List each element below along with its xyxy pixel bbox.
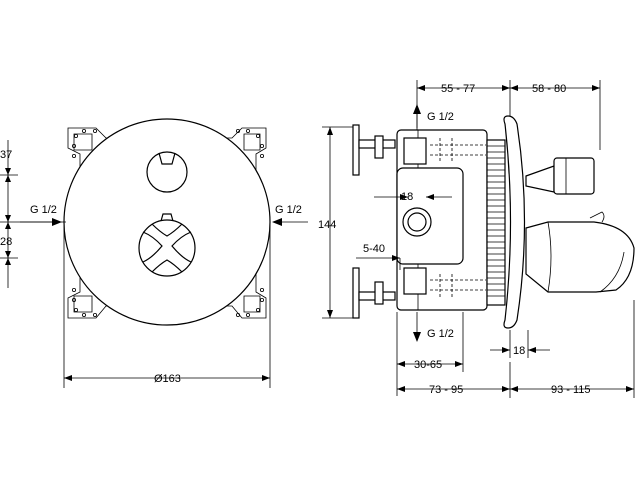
mounting-flange-top bbox=[352, 124, 396, 176]
dim-18-plate-label: 18 bbox=[513, 345, 525, 357]
dim-28-label: 28 bbox=[0, 236, 12, 248]
depth-inner-dimension bbox=[396, 312, 464, 396]
temperature-lever-side bbox=[525, 211, 635, 293]
dim-18-inner-label: 18 bbox=[401, 191, 413, 203]
cover-plate bbox=[63, 118, 271, 326]
dim-73-95-label: 73 - 95 bbox=[429, 384, 463, 396]
inlet-left-label: G 1/2 bbox=[30, 204, 57, 216]
adjust-dimension bbox=[356, 255, 401, 270]
outlet-port bbox=[402, 207, 432, 237]
dim-93-115-label: 93 - 115 bbox=[551, 384, 591, 396]
inner-width-dimension bbox=[374, 194, 452, 200]
dim-58-80-label: 58 - 80 bbox=[532, 83, 566, 95]
front-view: 37 28 G 1/2 G 1/2 Ø163 bbox=[0, 118, 308, 388]
flow-knob-side bbox=[525, 157, 595, 195]
inlet-arrow-right bbox=[272, 218, 308, 226]
mounting-flange-bottom bbox=[352, 267, 396, 319]
mounting-bracket bbox=[67, 127, 267, 319]
dim-5-40-label: 5-40 bbox=[363, 243, 385, 255]
dim-37-label: 37 bbox=[0, 149, 12, 161]
cover-plate-side bbox=[503, 115, 526, 329]
valve-body bbox=[396, 129, 488, 311]
diameter-label: Ø163 bbox=[154, 373, 181, 385]
dim-144-label: 144 bbox=[318, 219, 336, 231]
flow-knob bbox=[146, 151, 188, 193]
threaded-sleeve bbox=[486, 139, 506, 306]
outlet-bottom-label: G 1/2 bbox=[427, 328, 454, 340]
inlet-arrow-left bbox=[20, 218, 62, 226]
top-dimensions bbox=[416, 80, 601, 150]
dim-55-77-label: 55 - 77 bbox=[441, 83, 475, 95]
outlet-top-label: G 1/2 bbox=[427, 111, 454, 123]
inlet-right-label: G 1/2 bbox=[275, 204, 302, 216]
side-view: 55 - 77 58 - 80 G 1/2 G 1/2 144 bbox=[318, 80, 635, 398]
bracket-screw-holes bbox=[72, 128, 264, 317]
dim-30-65-label: 30-65 bbox=[414, 359, 442, 371]
plate-thickness-dimension bbox=[490, 330, 550, 358]
diameter-dimension bbox=[63, 225, 271, 388]
height-dimension bbox=[322, 126, 356, 319]
temperature-handle bbox=[138, 213, 196, 277]
depth-overall-dimension bbox=[397, 300, 635, 398]
outlet-arrow-bottom bbox=[413, 312, 421, 342]
